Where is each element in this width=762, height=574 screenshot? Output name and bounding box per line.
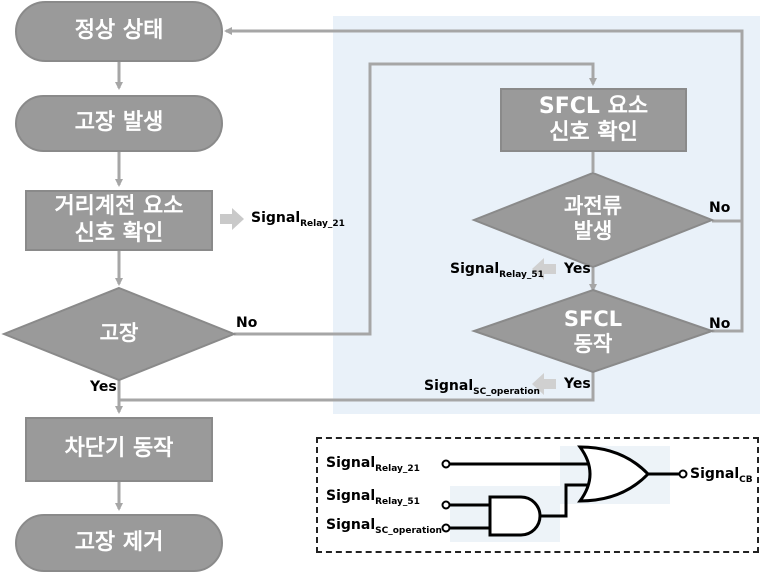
- overcurrent-decision-label: 과전류 발생: [564, 193, 622, 243]
- arrow-loop-to-normal: [224, 27, 744, 223]
- arrow-fault-no-path: [234, 62, 597, 336]
- relay21-signal-label: SignalRelay_21: [251, 210, 345, 229]
- sc-operation-signal-label: SignalSC_operation: [424, 378, 540, 397]
- fault-decision-label: 고장: [99, 321, 139, 346]
- relay51-signal-label: SignalRelay_51: [450, 261, 544, 280]
- sfcl-yes-label: Yes: [564, 376, 591, 392]
- logic-input-relay21: SignalRelay_21: [326, 455, 420, 474]
- overcurrent-decision-diamond: [471, 171, 715, 269]
- arrow-sfcl-op-no: [712, 221, 744, 333]
- fault-occurrence-node: 고장 발생: [15, 95, 223, 152]
- normal-state-node: 정상 상태: [15, 1, 223, 62]
- fault-decision-diamond: [1, 286, 237, 382]
- fault-removal-node: 고장 제거: [15, 514, 223, 572]
- distance-relay-check-node: 거리계전 요소 신호 확인: [25, 190, 213, 251]
- logic-output-cb: SignalCB: [690, 466, 753, 485]
- fault-no-label: No: [236, 315, 258, 331]
- breaker-operation-node: 차단기 동작: [25, 417, 213, 482]
- sc-operation-signal-arrow: [532, 373, 556, 395]
- sfcl-operation-label: SFCL 동작: [563, 306, 623, 356]
- or-gate: [577, 445, 651, 503]
- fault-yes-label: Yes: [90, 379, 117, 395]
- sfcl-check-node: SFCL 요소 신호 확인: [500, 88, 687, 152]
- logic-diagram-box: [316, 437, 759, 553]
- relay21-signal-arrow: [220, 208, 244, 230]
- sfcl-operation-diamond: [470, 288, 716, 374]
- sfcl-no-label: No: [709, 316, 731, 332]
- arrow-sfcl-yes-path: [119, 372, 595, 402]
- overcurrent-yes-label: Yes: [564, 261, 591, 277]
- logic-input-relay51: SignalRelay_51: [326, 488, 420, 507]
- overcurrent-no-label: No: [709, 200, 731, 216]
- relay51-signal-arrow: [532, 258, 556, 280]
- logic-input-sc-operation: SignalSC_operation: [326, 517, 442, 536]
- and-gate: [488, 495, 542, 537]
